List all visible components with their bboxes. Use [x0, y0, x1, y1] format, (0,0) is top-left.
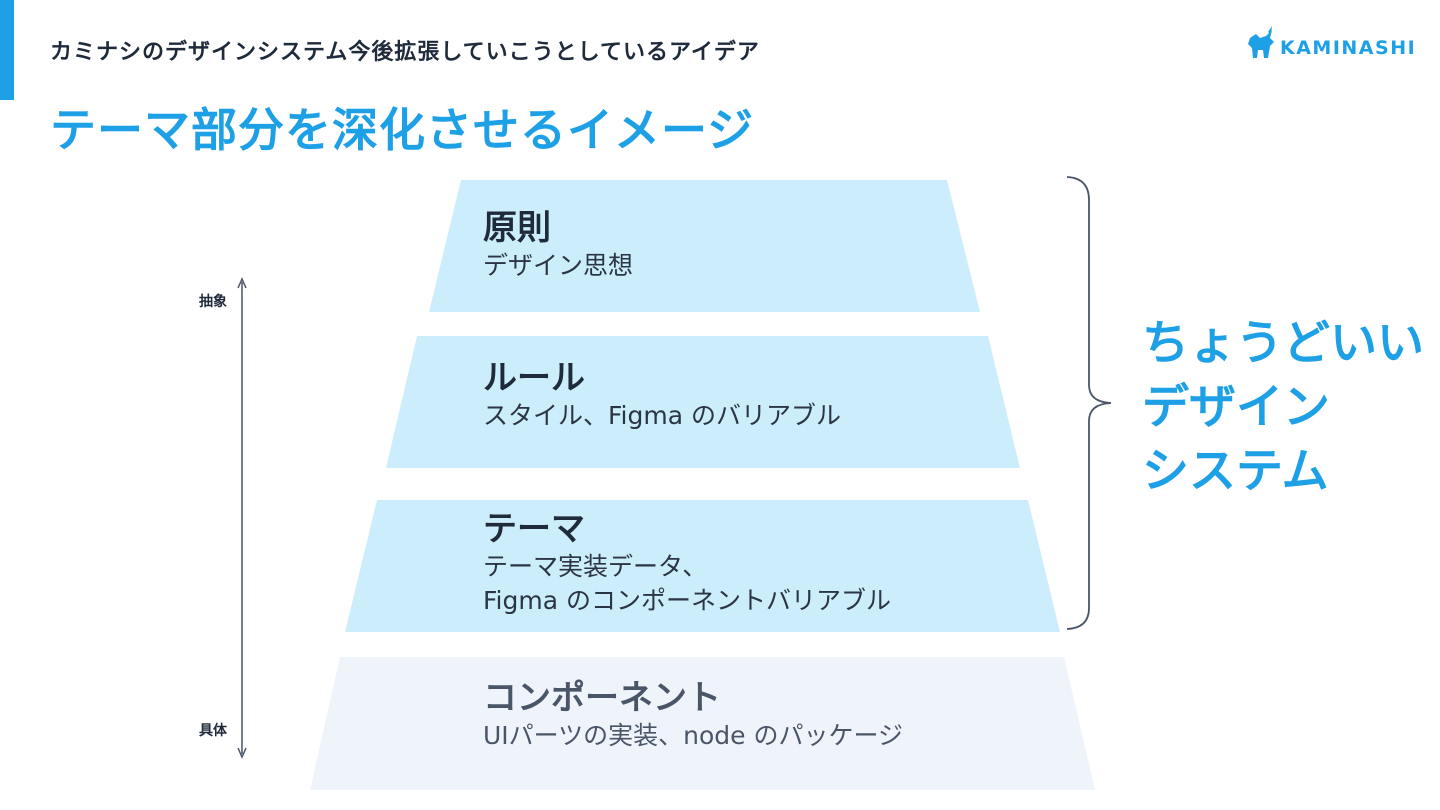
accent-bar	[0, 0, 14, 100]
tier-theme-desc-line1: テーマ実装データ、	[483, 552, 708, 581]
tier-component-title: コンポーネント	[483, 678, 721, 718]
tier-rule-desc: スタイル、Figma のバリアブル	[483, 401, 841, 430]
balanced-line-1: ちょうどいい	[1142, 316, 1424, 371]
tier-principle-shape	[429, 180, 980, 312]
tier-component-shape	[310, 657, 1095, 790]
abstraction-axis-arrow	[237, 277, 247, 759]
axis-label-concrete: 具体	[199, 723, 227, 739]
logo-text: KAMINASHI	[1280, 37, 1417, 59]
tier-theme-shape	[345, 500, 1060, 632]
tier-principle-title: 原則	[483, 208, 551, 248]
axis-label-abstract: 抽象	[199, 294, 227, 310]
tier-theme: テーマ テーマ実装データ、 Figma のコンポーネントバリアブル	[483, 508, 891, 618]
goat-logo-icon	[1248, 26, 1274, 58]
tier-component-desc: UIパーツの実装、node のパッケージ	[483, 721, 904, 750]
balanced-design-system-label: ちょうどいい デザイン システム	[1142, 312, 1424, 504]
tier-principle: 原則 デザイン思想	[483, 207, 633, 283]
slide-subtitle: カミナシのデザインシステム今後拡張していこうとしているアイデア	[50, 40, 760, 65]
curly-brace	[1066, 176, 1112, 630]
tier-rule: ルール スタイル、Figma のバリアブル	[483, 357, 841, 433]
balanced-line-3: システム	[1142, 444, 1329, 499]
page-title: テーマ部分を深化させるイメージ	[50, 103, 755, 157]
tier-theme-title: テーマ	[483, 509, 585, 549]
tier-rule-shape	[386, 336, 1020, 468]
tier-rule-title: ルール	[483, 358, 585, 398]
tier-theme-desc-line2: Figma のコンポーネントバリアブル	[483, 586, 891, 615]
tier-principle-desc: デザイン思想	[483, 251, 634, 280]
kaminashi-logo: KAMINASHI	[1246, 24, 1416, 64]
tier-component: コンポーネント UIパーツの実装、node のパッケージ	[483, 677, 903, 753]
balanced-line-2: デザイン	[1142, 380, 1330, 435]
